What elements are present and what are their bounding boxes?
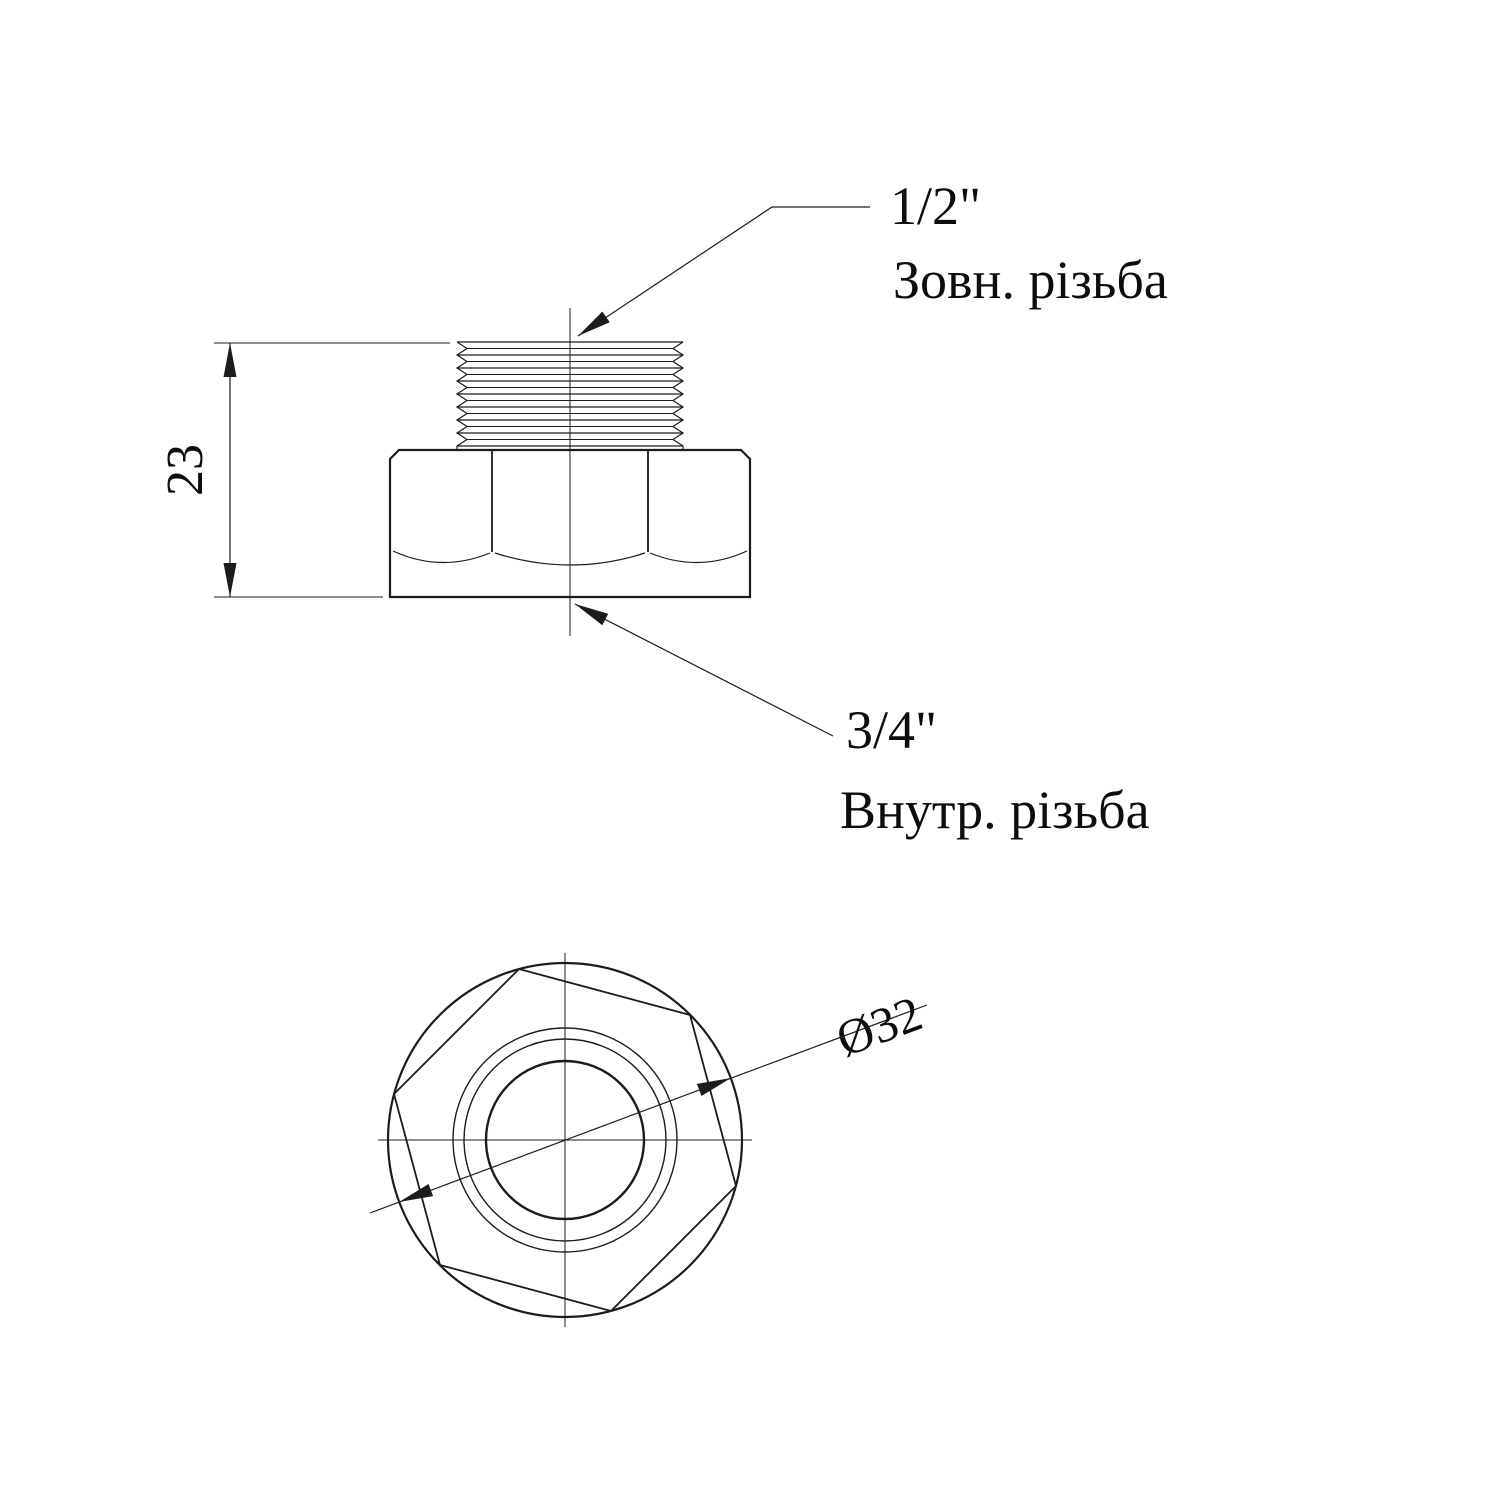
internal-thread-size-label: 3/4" bbox=[846, 700, 937, 760]
bottom-view: Ø32 bbox=[369, 953, 929, 1327]
diameter-arrow-lower-left bbox=[399, 1184, 434, 1202]
side-view: 23 1/2" Зовн. різьба 3/4" Внутр. різьба bbox=[157, 176, 1168, 840]
thread-right-edge bbox=[671, 341, 685, 450]
dimension-arrow-down bbox=[223, 563, 237, 597]
thread-left-edge bbox=[455, 341, 469, 450]
diameter-dimension-label: Ø32 bbox=[829, 985, 929, 1068]
height-dimension-label: 23 bbox=[157, 444, 214, 496]
diameter-dimension: Ø32 bbox=[369, 985, 929, 1214]
outer-body-circle bbox=[386, 961, 744, 1319]
hex-flats-polygon bbox=[392, 967, 738, 1313]
leader-line-external bbox=[577, 206, 870, 337]
diameter-arrow-upper-right bbox=[696, 1078, 731, 1096]
hex-chamfer-arc-right bbox=[649, 550, 748, 564]
external-thread-callout: 1/2" Зовн. різьба bbox=[577, 176, 1168, 337]
thread-major-circle bbox=[452, 1027, 678, 1253]
height-dimension: 23 bbox=[157, 342, 450, 598]
hex-body-outline bbox=[388, 448, 752, 599]
leader-line-internal bbox=[574, 603, 834, 737]
leader-arrow-internal bbox=[575, 604, 609, 626]
male-thread-profile bbox=[455, 341, 685, 450]
hex-body bbox=[388, 448, 752, 599]
bore-circle bbox=[484, 1059, 646, 1221]
thread-minor-circle bbox=[463, 1038, 667, 1242]
external-thread-text-label: Зовн. різьба bbox=[893, 250, 1168, 310]
diameter-dimension-line bbox=[369, 1004, 928, 1214]
external-thread-size-label: 1/2" bbox=[890, 176, 981, 236]
leader-arrow-external bbox=[578, 311, 610, 336]
internal-thread-callout: 3/4" Внутр. різьба bbox=[574, 603, 1150, 840]
hex-chamfer-arc-middle bbox=[494, 552, 646, 566]
dimension-arrow-up bbox=[223, 343, 237, 377]
hex-chamfer-arc-left bbox=[392, 550, 491, 564]
internal-thread-text-label: Внутр. різьба bbox=[840, 780, 1150, 840]
